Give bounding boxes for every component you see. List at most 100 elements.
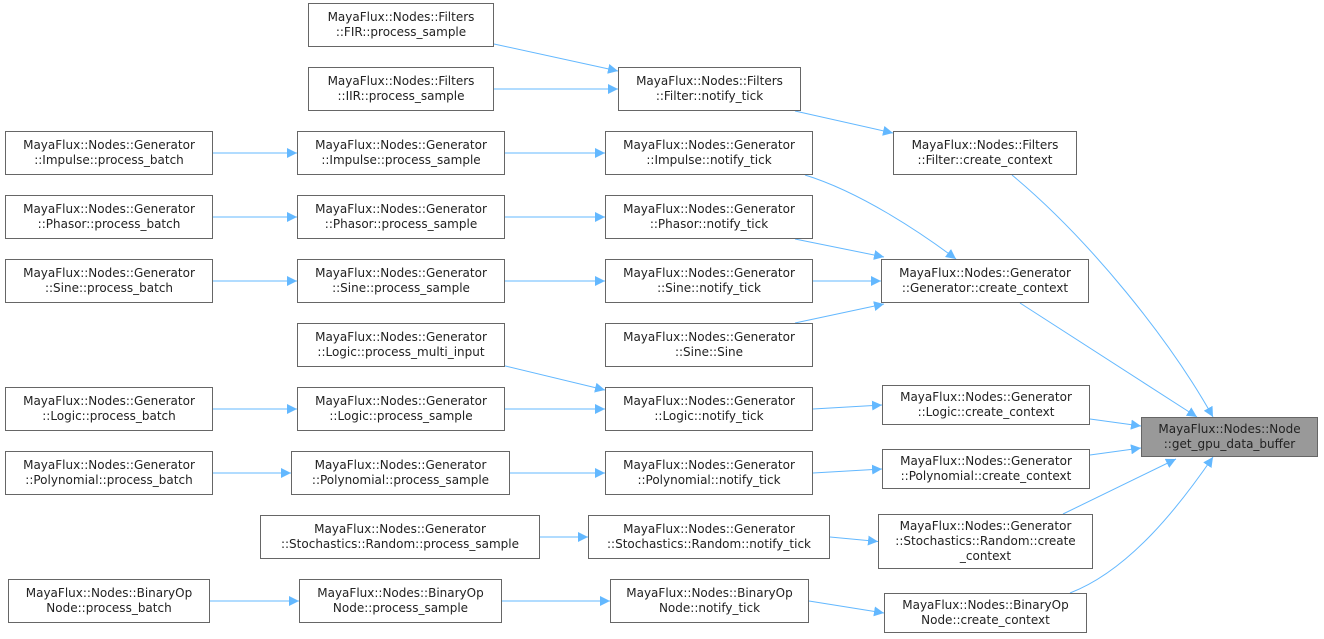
node-label-line: ::Sine::process_sample [332, 281, 470, 295]
node-label-line: MayaFlux::Nodes::Generator [23, 138, 195, 152]
node-label-line: ::Generator::create_context [901, 281, 1069, 295]
node-label-line: MayaFlux::Nodes::Generator [623, 202, 795, 216]
graph-node-sto-ps[interactable]: MayaFlux::Nodes::Generator::Stochastics:… [260, 515, 540, 559]
graph-node-log-cc[interactable]: MayaFlux::Nodes::Generator::Logic::creat… [882, 385, 1090, 425]
graph-node-imp-ps[interactable]: MayaFlux::Nodes::Generator::Impulse::pro… [297, 131, 505, 175]
node-label-line: MayaFlux::Nodes::Generator [900, 390, 1072, 404]
node-label-line: Node::process_sample [332, 601, 469, 615]
node-label-line: MayaFlux::Nodes::Generator [23, 458, 195, 472]
node-label-line: MayaFlux::Nodes::BinaryOp [902, 598, 1069, 612]
node-label-line: MayaFlux::Nodes::Filters [327, 74, 475, 88]
graph-node-log-pb[interactable]: MayaFlux::Nodes::Generator::Logic::proce… [5, 387, 213, 431]
node-label-line: MayaFlux::Nodes::Generator [315, 330, 487, 344]
graph-node-sin-nt[interactable]: MayaFlux::Nodes::Generator::Sine::notify… [605, 259, 813, 303]
node-label-line: MayaFlux::Nodes::BinaryOp [626, 586, 793, 600]
node-label-line: ::Stochastics::Random::create [895, 534, 1076, 548]
node-label-line: ::Sine::notify_tick [657, 281, 761, 295]
node-label-line: MayaFlux::Nodes::Filters [327, 10, 475, 24]
edge-filter_cc-to-target [1011, 174, 1214, 418]
graph-node-pol-ps[interactable]: MayaFlux::Nodes::Generator::Polynomial::… [291, 451, 510, 495]
edge-sto_nt-to-sto_cc [829, 535, 879, 546]
edge-sin_ctor-to-gen_cc [794, 301, 885, 324]
node-label-line: MayaFlux::Nodes::Generator [23, 394, 195, 408]
node-label-line: ::Logic::process_batch [42, 409, 176, 423]
node-label-line: ::Logic::process_multi_input [317, 345, 485, 359]
target-node: MayaFlux::Nodes::Node::get_gpu_data_buff… [1141, 417, 1318, 457]
edge-sto_cc-to-target [1062, 458, 1177, 515]
graph-node-imp-nt[interactable]: MayaFlux::Nodes::Generator::Impulse::not… [605, 131, 813, 175]
edge-bin_cc-to-target [1069, 456, 1214, 594]
graph-node-log-ps[interactable]: MayaFlux::Nodes::Generator::Logic::proce… [297, 387, 505, 431]
node-label-line: ::Logic::notify_tick [654, 409, 764, 423]
node-label-line: MayaFlux::Nodes::Generator [899, 519, 1072, 533]
graph-node-filter-nt[interactable]: MayaFlux::Nodes::Filters::Filter::notify… [618, 67, 801, 111]
node-label-line: Node::notify_tick [658, 601, 761, 615]
node-label-line: Node::create_context [921, 613, 1050, 627]
node-label-line: ::Impulse::process_sample [321, 153, 481, 167]
node-label-line: Node::process_batch [46, 601, 172, 615]
node-label-line: ::Polynomial::notify_tick [637, 473, 781, 487]
node-label-line: MayaFlux::Nodes::Generator [23, 266, 195, 280]
graph-node-filter-cc[interactable]: MayaFlux::Nodes::Filters::Filter::create… [893, 131, 1077, 175]
node-label-line: MayaFlux::Nodes::Generator [623, 522, 795, 536]
node-label-line: MayaFlux::Nodes::Generator [314, 458, 487, 472]
node-label-line: MayaFlux::Nodes::Generator [315, 202, 487, 216]
edge-pol_nt-to-pol_cc [812, 464, 883, 475]
node-label-line: ::Logic::process_sample [329, 409, 473, 423]
graph-node-pol-pb[interactable]: MayaFlux::Nodes::Generator::Polynomial::… [5, 451, 213, 495]
graph-node-sto-nt[interactable]: MayaFlux::Nodes::Generator::Stochastics:… [588, 515, 830, 559]
edge-filter_nt-to-filter_cc [794, 110, 894, 136]
edge-log_nt-to-log_cc [812, 400, 883, 411]
node-label-line: MayaFlux::Nodes::BinaryOp [25, 586, 193, 600]
node-label-line: ::Phasor::process_batch [37, 217, 181, 231]
graph-node-pha-pb[interactable]: MayaFlux::Nodes::Generator::Phasor::proc… [5, 195, 213, 239]
node-label-line: ::Stochastics::Random::process_sample [280, 537, 520, 551]
edge-pol_cc-to-target [1089, 444, 1142, 456]
node-label-line: ::Filter::create_context [917, 153, 1053, 167]
node-label-line: ::Polynomial::process_batch [25, 473, 193, 487]
node-label-line: MayaFlux::Nodes::Generator [623, 138, 795, 152]
graph-node-sin-ps[interactable]: MayaFlux::Nodes::Generator::Sine::proces… [297, 259, 505, 303]
edge-fir_ps-to-filter_nt [493, 43, 619, 74]
node-label-line: MayaFlux::Nodes::Node [1158, 422, 1301, 436]
node-label-line: MayaFlux::Nodes::Generator [623, 458, 795, 472]
node-label-line: ::FIR::process_sample [335, 25, 467, 39]
node-label-line: ::Sine::process_batch [44, 281, 174, 295]
graph-node-gen-cc[interactable]: MayaFlux::Nodes::Generator::Generator::c… [881, 259, 1089, 303]
node-label-line: ::Polynomial::process_sample [311, 473, 490, 487]
node-label-line: ::Impulse::process_batch [34, 153, 184, 167]
graph-node-pha-nt[interactable]: MayaFlux::Nodes::Generator::Phasor::noti… [605, 195, 813, 239]
edge-log_cc-to-target [1089, 418, 1142, 430]
graph-node-iir-ps[interactable]: MayaFlux::Nodes::Filters::IIR::process_s… [308, 67, 494, 111]
node-label-line: ::Logic::create_context [917, 405, 1055, 419]
node-label-line: ::Phasor::process_sample [324, 217, 478, 231]
node-label-line: MayaFlux::Nodes::Generator [315, 266, 487, 280]
edge-gen_cc-to-target [1019, 302, 1198, 418]
node-label-line: MayaFlux::Nodes::Generator [900, 454, 1072, 468]
graph-node-pha-ps[interactable]: MayaFlux::Nodes::Generator::Phasor::proc… [297, 195, 505, 239]
graph-node-log-pmi[interactable]: MayaFlux::Nodes::Generator::Logic::proce… [297, 323, 505, 367]
node-label-line: MayaFlux::Nodes::Filters [636, 74, 783, 88]
graph-node-fir-ps[interactable]: MayaFlux::Nodes::Filters::FIR::process_s… [308, 3, 494, 47]
node-label-line: ::Impulse::notify_tick [646, 153, 772, 167]
node-label-line: MayaFlux::Nodes::Generator [314, 522, 486, 536]
graph-node-imp-pb[interactable]: MayaFlux::Nodes::Generator::Impulse::pro… [5, 131, 213, 175]
graph-node-pol-cc[interactable]: MayaFlux::Nodes::Generator::Polynomial::… [882, 449, 1090, 489]
node-label-line: MayaFlux::Nodes::Generator [315, 394, 487, 408]
node-label-line: ::IIR::process_sample [337, 89, 465, 103]
graph-node-sto-cc[interactable]: MayaFlux::Nodes::Generator::Stochastics:… [878, 514, 1093, 569]
graph-node-sin-ctor[interactable]: MayaFlux::Nodes::Generator::Sine::Sine [605, 323, 813, 367]
graph-node-sin-pb[interactable]: MayaFlux::Nodes::Generator::Sine::proces… [5, 259, 213, 303]
edge-imp_nt-to-gen_cc [804, 174, 957, 260]
node-label-line: ::get_gpu_data_buffer [1163, 437, 1296, 451]
graph-node-pol-nt[interactable]: MayaFlux::Nodes::Generator::Polynomial::… [605, 451, 813, 495]
node-label-line: _context [959, 549, 1012, 563]
node-label-line: MayaFlux::Nodes::Generator [623, 394, 795, 408]
graph-node-log-nt[interactable]: MayaFlux::Nodes::Generator::Logic::notif… [605, 387, 813, 431]
